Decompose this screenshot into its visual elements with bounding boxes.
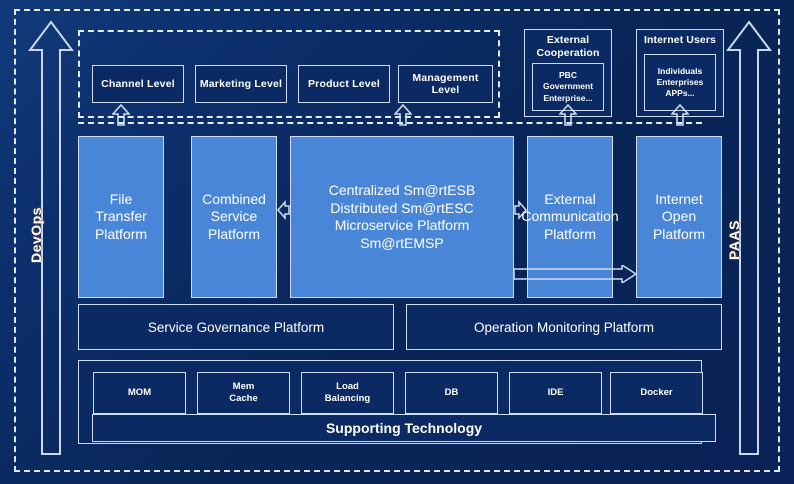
- paas-label: PAAS: [726, 220, 742, 260]
- tech-box-mem-cache[interactable]: Mem Cache: [197, 372, 290, 414]
- business-levels-baseline: [78, 122, 702, 124]
- platform-file-transfer[interactable]: File Transfer Platform: [78, 136, 164, 298]
- arrow-left-to-combined-service: [277, 200, 290, 220]
- up-arrow-internet-open: [671, 104, 689, 126]
- up-arrow-file-transfer: [112, 104, 130, 126]
- arrow-right-to-external-communication: [514, 200, 527, 220]
- tech-box-load-balancing[interactable]: Load Balancing: [301, 372, 394, 414]
- outer-dashed-frame: [14, 9, 780, 472]
- platform-internet-open[interactable]: Internet Open Platform: [636, 136, 722, 298]
- internet-users-title: Internet Users: [643, 34, 716, 46]
- business-levels-group: [78, 30, 500, 118]
- bar-operation-monitoring[interactable]: Operation Monitoring Platform: [406, 304, 722, 350]
- paas-arrow: [726, 18, 772, 458]
- supporting-technology-bar: Supporting Technology: [92, 414, 716, 442]
- tech-box-ide[interactable]: IDE: [509, 372, 602, 414]
- external-cooperation-inner: PBC Government Enterprise...: [532, 63, 604, 111]
- up-arrow-centralized: [394, 104, 412, 126]
- level-box-management[interactable]: Management Level: [398, 65, 493, 103]
- internet-users-box[interactable]: Internet Users Individuals Enterprises A…: [636, 29, 724, 117]
- platform-external-communication[interactable]: External Communication Platform: [521, 136, 619, 298]
- arrow-long-right-to-internet-open: [514, 265, 638, 283]
- level-box-channel[interactable]: Channel Level: [92, 65, 184, 103]
- devops-label: DevOps: [28, 207, 44, 263]
- platform-combined-service[interactable]: Combined Service Platform: [191, 136, 277, 298]
- tech-box-mom[interactable]: MOM: [93, 372, 186, 414]
- level-box-product[interactable]: Product Level: [298, 65, 390, 103]
- platform-centralized-esb[interactable]: Centralized Sm@rtESB Distributed Sm@rtES…: [290, 136, 514, 298]
- external-cooperation-box[interactable]: External Cooperation PBC Government Ente…: [524, 29, 612, 117]
- tech-box-db[interactable]: DB: [405, 372, 498, 414]
- bar-service-governance[interactable]: Service Governance Platform: [78, 304, 394, 350]
- level-box-marketing[interactable]: Marketing Level: [195, 65, 287, 103]
- tech-box-docker[interactable]: Docker: [610, 372, 703, 414]
- devops-arrow: [28, 18, 74, 458]
- internet-users-inner: Individuals Enterprises APPs...: [644, 54, 716, 111]
- external-cooperation-title: External Cooperation: [536, 34, 600, 60]
- up-arrow-external-communication: [559, 104, 577, 126]
